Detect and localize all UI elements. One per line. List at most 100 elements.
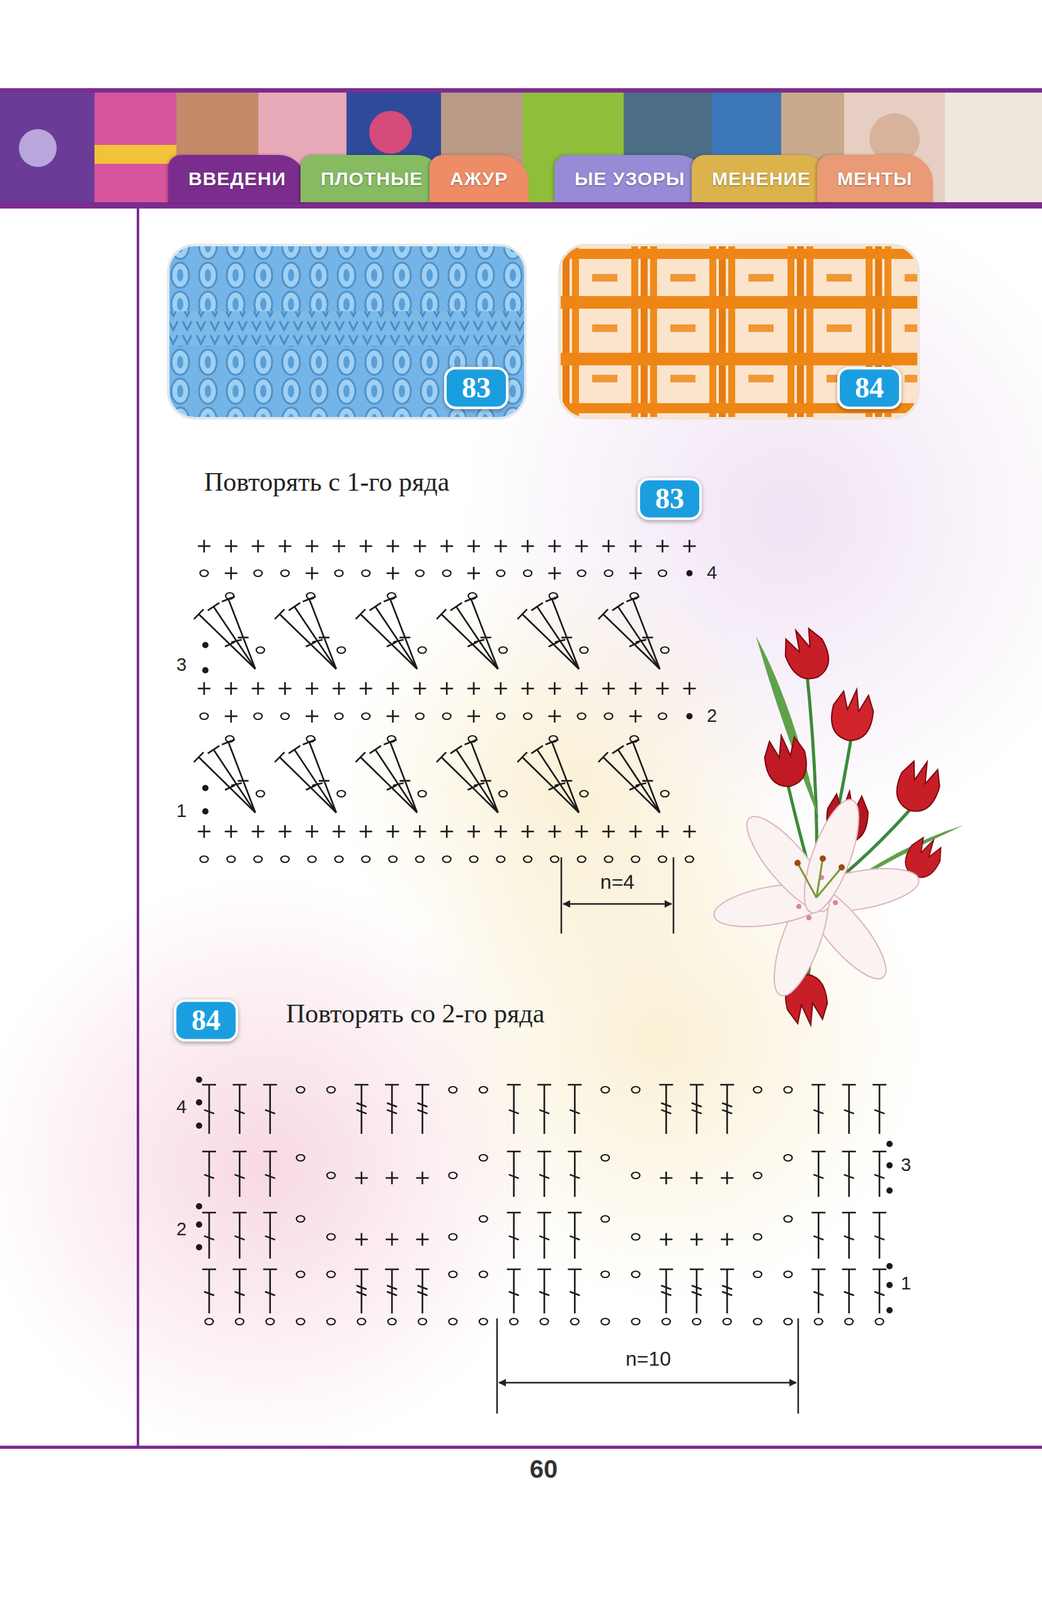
chain-stitch	[415, 856, 424, 863]
chain-stitch	[296, 1215, 305, 1223]
single-crochet	[629, 566, 642, 580]
double-crochet	[288, 745, 337, 813]
single-crochet	[224, 709, 238, 723]
chain-stitch	[225, 735, 234, 743]
single-crochet	[413, 539, 426, 553]
chain-stitch	[631, 856, 640, 863]
double-crochet	[689, 1269, 704, 1314]
single-crochet	[278, 825, 292, 838]
chain-stitch	[549, 592, 558, 600]
double-crochet	[202, 1084, 217, 1134]
single-crochet	[656, 539, 670, 553]
single-crochet	[251, 682, 265, 695]
chain-stitch	[523, 856, 532, 863]
single-crochet	[305, 825, 319, 838]
chain-stitch	[200, 713, 209, 720]
single-crochet	[467, 566, 481, 580]
tab-label: ЫЕ УЗОРЫ	[574, 168, 686, 190]
chain-stitch	[280, 570, 290, 577]
chain-stitch	[577, 570, 586, 577]
double-crochet	[567, 1269, 582, 1314]
section-tab: МЕНЕНИЕ	[691, 154, 831, 203]
chain-stitch	[601, 1271, 610, 1278]
slip-stitch	[195, 1203, 203, 1210]
double-crochet	[811, 1151, 826, 1197]
chain-stitch	[601, 1318, 610, 1325]
repeat-label: n=10	[625, 1347, 671, 1371]
chain-stitch	[509, 1318, 518, 1325]
double-crochet	[626, 596, 660, 670]
double-crochet	[415, 1084, 430, 1134]
slip-stitch	[886, 1307, 893, 1314]
chain-stitch	[337, 790, 346, 797]
double-crochet	[842, 1269, 857, 1314]
chain-stitch	[496, 570, 505, 577]
single-crochet	[305, 682, 319, 695]
chain-stitch	[658, 713, 667, 720]
chain-stitch	[361, 713, 370, 720]
double-crochet	[517, 752, 579, 813]
chain-stitch	[337, 646, 346, 654]
double-crochet	[626, 739, 660, 813]
chain-stitch	[498, 646, 508, 654]
slip-stitch	[202, 808, 209, 815]
chain-stitch	[692, 1318, 701, 1325]
chain-stitch	[387, 735, 396, 743]
chain-stitch	[448, 1172, 457, 1179]
single-crochet	[197, 825, 211, 838]
double-crochet	[811, 1212, 826, 1259]
double-crochet	[436, 609, 499, 670]
single-crochet	[359, 539, 373, 553]
single-crochet	[359, 682, 373, 695]
row-number: 3	[176, 654, 187, 676]
double-crochet	[263, 1269, 278, 1314]
single-crochet	[440, 682, 453, 695]
chain-stitch	[468, 735, 477, 743]
chain-stitch	[875, 1318, 884, 1325]
single-crochet	[521, 825, 535, 838]
double-crochet	[369, 745, 418, 813]
chain-stitch	[226, 856, 235, 863]
chain-stitch	[601, 1154, 610, 1162]
double-crochet	[545, 739, 579, 813]
single-crochet	[548, 539, 561, 553]
single-crochet	[467, 682, 481, 695]
chain-stitch	[326, 1086, 336, 1094]
double-crochet	[720, 1269, 734, 1314]
chain-stitch	[604, 856, 613, 863]
double-crochet	[355, 609, 418, 670]
chain-stitch	[308, 856, 317, 863]
single-crochet	[548, 682, 561, 695]
section-tab: МЕНТЫ	[817, 154, 934, 203]
single-crochet	[548, 709, 561, 723]
chain-stitch	[723, 1318, 732, 1325]
double-crochet	[464, 596, 498, 670]
double-crochet	[464, 739, 498, 813]
chain-stitch	[235, 1318, 244, 1325]
chain-stitch	[296, 1086, 305, 1094]
single-crochet	[355, 1171, 368, 1185]
chain-stitch	[296, 1154, 305, 1162]
chain-stitch	[415, 570, 424, 577]
chain-stitch	[479, 1318, 488, 1325]
single-crochet	[386, 825, 400, 838]
chain-stitch	[685, 856, 694, 863]
chain-stitch	[540, 1318, 549, 1325]
slip-stitch	[886, 1282, 893, 1289]
single-crochet	[251, 539, 265, 553]
chain-stitch	[631, 1271, 641, 1278]
double-crochet	[507, 1151, 521, 1197]
chain-stitch	[658, 570, 667, 577]
double-crochet	[842, 1212, 857, 1259]
double-crochet	[384, 1269, 399, 1314]
double-crochet	[842, 1084, 857, 1134]
row-number: 1	[900, 1273, 911, 1294]
double-crochet	[507, 1269, 521, 1314]
chain-stitch	[844, 1318, 854, 1325]
double-crochet	[811, 1269, 826, 1314]
single-crochet	[251, 825, 265, 838]
chain-stitch	[579, 790, 588, 797]
section-tab: ВВЕДЕНИ	[168, 154, 307, 203]
double-crochet	[221, 739, 256, 813]
section-tab: ЫЕ УЗОРЫ	[554, 154, 706, 203]
